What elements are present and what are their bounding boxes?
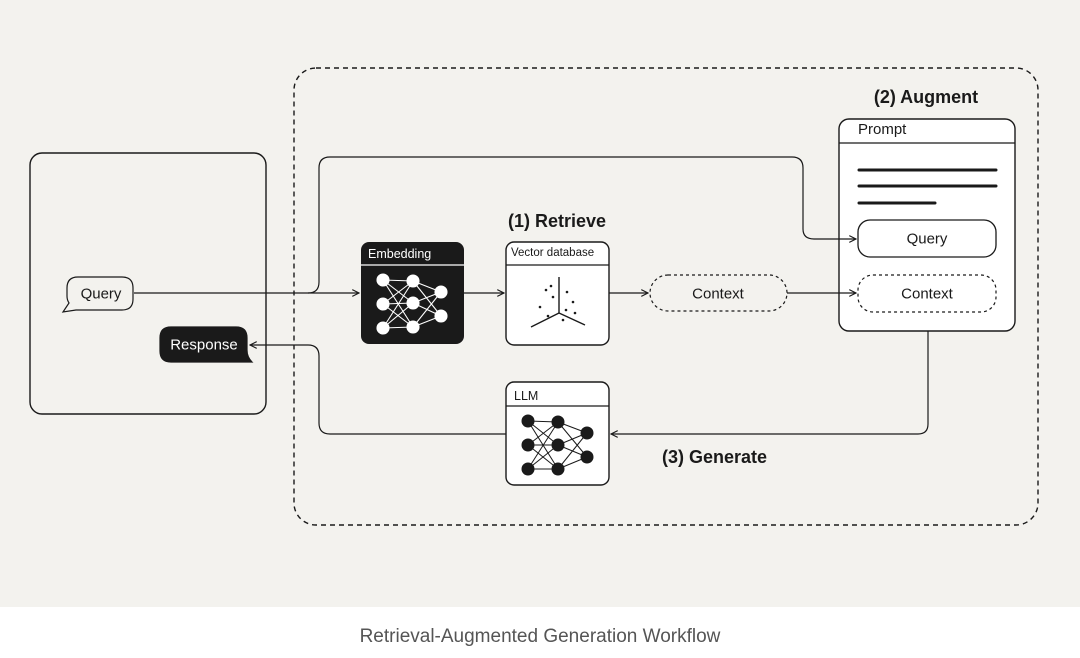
arrow-prompt-to-llm xyxy=(611,331,929,434)
arrow-query-to-prompt xyxy=(307,156,856,294)
llm-label: LLM xyxy=(514,389,539,403)
rag-diagram xyxy=(29,67,1039,526)
prompt-panel xyxy=(838,118,1016,332)
prompt-context-label: Context xyxy=(901,285,953,303)
step-augment-label: (2) Augment xyxy=(873,87,979,107)
rag-system-boundary xyxy=(293,67,1039,526)
embedding-network-icon xyxy=(376,273,448,335)
prompt-text-lines xyxy=(857,168,998,205)
arrow-llm-to-response xyxy=(250,345,506,435)
response-bubble xyxy=(159,326,254,363)
prompt-title: Prompt xyxy=(858,121,907,138)
response-bubble-label: Response xyxy=(170,336,238,354)
figure-caption: Retrieval-Augmented Generation Workflow xyxy=(359,626,721,647)
vector-database-label: Vector database xyxy=(511,247,595,259)
step-generate-label: (3) Generate xyxy=(662,447,768,467)
context-label: Context xyxy=(692,285,744,303)
prompt-context-pill xyxy=(857,274,997,313)
vector-space-icon xyxy=(530,277,586,328)
step-retrieve-label: (1) Retrieve xyxy=(507,211,607,231)
prompt-query-pill xyxy=(857,219,997,258)
user-box xyxy=(29,152,267,415)
diagram-panel: Query Response Embedding Vector database… xyxy=(0,0,1080,607)
context-pill xyxy=(649,274,788,312)
embedding-label: Embedding xyxy=(368,247,432,261)
query-bubble xyxy=(61,276,134,313)
prompt-query-label: Query xyxy=(906,230,948,248)
llm-network-icon xyxy=(521,414,594,476)
query-bubble-label: Query xyxy=(80,285,122,303)
